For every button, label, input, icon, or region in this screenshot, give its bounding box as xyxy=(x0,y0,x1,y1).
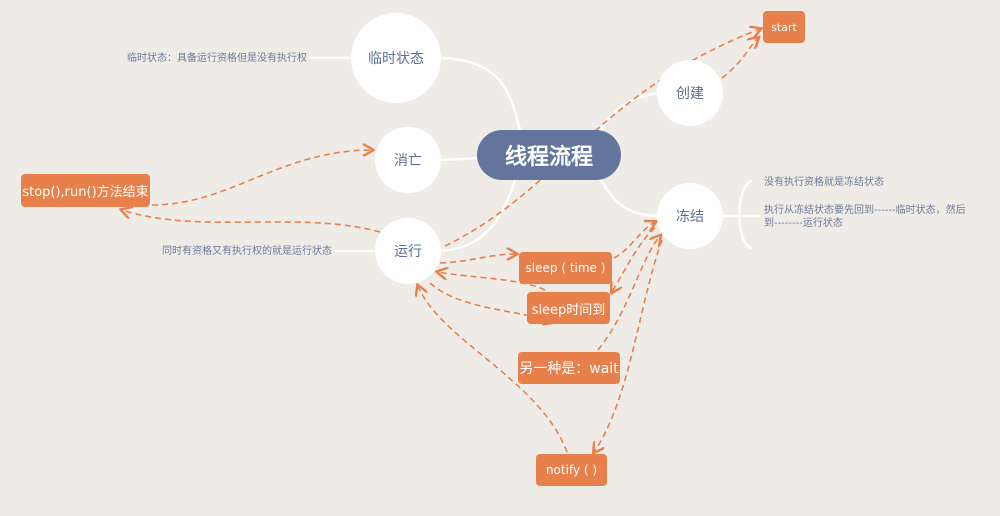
note-frozen-2-line1: 执行从冻结状态要先回到------临时状态，然后 xyxy=(764,205,966,216)
box-sleep-time[interactable]: sleep ( time ) xyxy=(519,252,612,284)
node-running[interactable]: 运行 xyxy=(375,218,441,284)
box-sleep-done[interactable]: sleep时间到 xyxy=(527,292,610,324)
box-notify[interactable]: notify ( ) xyxy=(536,454,607,486)
box-wait[interactable]: 另一种是：wait xyxy=(518,352,620,384)
node-create[interactable]: 创建 xyxy=(657,60,723,126)
note-frozen-1: 没有执行资格就是冻结状态 xyxy=(764,177,884,188)
box-stop[interactable]: stop(),run()方法结束 xyxy=(21,174,150,207)
node-dead[interactable]: 消亡 xyxy=(375,127,441,193)
note-frozen-2-line2: 到--------运行状态 xyxy=(764,218,843,229)
note-running: 同时有资格又有执行权的就是运行状态 xyxy=(162,246,332,257)
note-temporary-state: 临时状态：具备运行资格但是没有执行权 xyxy=(127,53,307,64)
node-temporary-state[interactable]: 临时状态 xyxy=(351,13,441,103)
node-frozen[interactable]: 冻结 xyxy=(657,183,723,249)
note-frozen-2: 执行从冻结状态要先回到------临时状态，然后 到--------运行状态 xyxy=(764,204,966,230)
box-start[interactable]: start xyxy=(763,11,805,43)
root-node[interactable]: 线程流程 xyxy=(477,130,621,180)
